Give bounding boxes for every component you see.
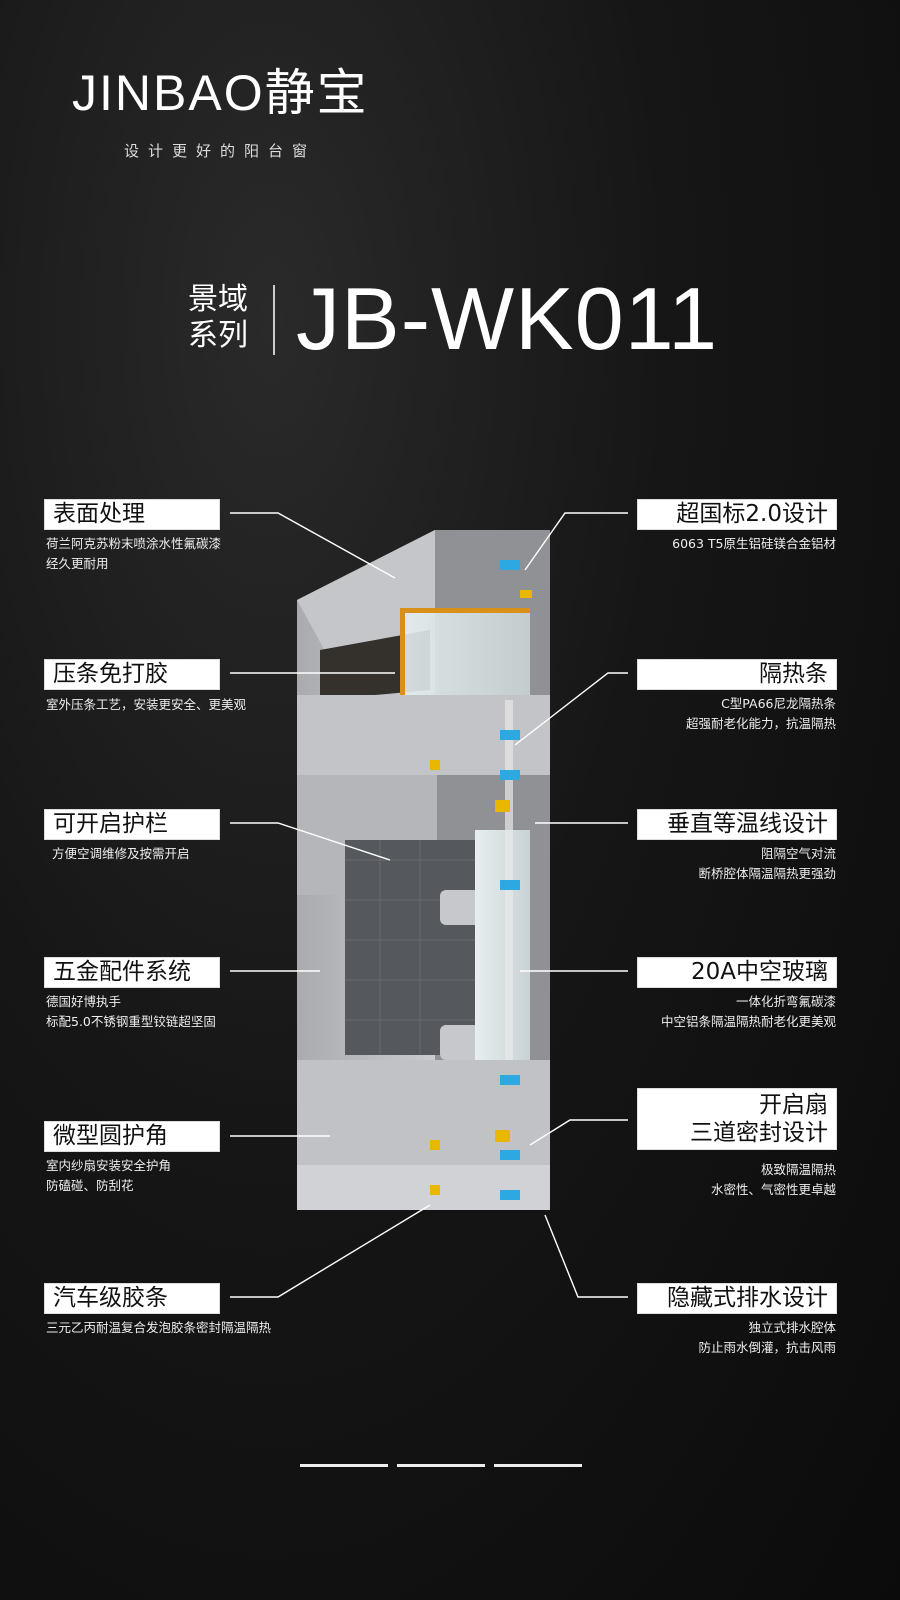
feature-surface-treatment-desc: 荷兰阿克苏粉末喷涂水性氟碳漆 经久更耐用: [46, 534, 221, 574]
glass-edge: [400, 608, 405, 698]
feature-thermal-strip-desc: C型PA66尼龙隔热条 超强耐老化能力，抗温隔热: [686, 694, 836, 734]
feature-gasket-desc: 三元乙丙耐温复合发泡胶条密封隔温隔热: [46, 1318, 271, 1338]
gaskets: [430, 590, 532, 1195]
page-indicator-3[interactable]: [494, 1464, 582, 1467]
desc-line: 超强耐老化能力，抗温隔热: [685, 716, 836, 731]
leader-lines: [230, 512, 628, 1298]
feature-standard-title: 超国标2.0设计: [637, 499, 837, 530]
bottom-frame: [297, 1165, 550, 1210]
desc-line: 室外压条工艺，安装更安全、更美观: [46, 697, 247, 712]
insect-screen: [345, 840, 475, 1055]
series-name: 景域 系列: [188, 282, 248, 354]
feature-corner-guard-title: 微型圆护角: [44, 1121, 220, 1152]
desc-line: 荷兰阿克苏粉末喷涂水性氟碳漆: [46, 536, 222, 551]
feature-drainage-title: 隐藏式排水设计: [637, 1283, 837, 1314]
title-line: 开启扇: [759, 1092, 828, 1118]
desc-line: 德国好博执手: [46, 994, 122, 1009]
desc-line: 独立式排水腔体: [748, 1320, 836, 1335]
feature-drainage-desc: 独立式排水腔体 防止雨水倒灌，抗击风雨: [698, 1318, 836, 1358]
feature-bead-title: 压条免打胶: [44, 659, 220, 690]
feature-thermal-strip-title: 隔热条: [637, 659, 837, 690]
feature-bead-desc: 室外压条工艺，安装更安全、更美观: [46, 695, 246, 715]
feature-gasket-title: 汽车级胶条: [44, 1283, 220, 1314]
desc-line: 6063 T5原生铝硅镁合金铝材: [672, 536, 836, 551]
top-glass: [400, 610, 530, 695]
title-line: 三道密封设计: [690, 1120, 828, 1146]
screen-mesh: [345, 840, 475, 1055]
desc-line: 断桥腔体隔温隔热更强劲: [698, 866, 836, 881]
desc-line: 极致隔温隔热: [760, 1162, 836, 1177]
feature-seal-desc: 极致隔温隔热 水密性、气密性更卓越: [711, 1160, 836, 1200]
title-divider: [273, 285, 275, 355]
feature-guardrail-title: 可开启护栏: [44, 809, 220, 840]
desc-line: 防磕碰、防刮花: [46, 1178, 134, 1193]
model-number: JB-WK011: [296, 269, 719, 368]
desc-line: 方便空调维修及按需开启: [52, 846, 190, 861]
desc-line: 水密性、气密性更卓越: [710, 1182, 836, 1197]
glass-edge: [400, 608, 530, 613]
desc-line: 经久更耐用: [46, 556, 109, 571]
feature-glass-title: 20A中空玻璃: [637, 957, 837, 988]
feature-standard-desc: 6063 T5原生铝硅镁合金铝材: [672, 534, 836, 554]
desc-line: 标配5.0不锈钢重型铰链超坚固: [46, 1014, 216, 1029]
desc-line: 中空铝条隔温隔热耐老化更美观: [660, 1014, 836, 1029]
desc-line: 三元乙丙耐温复合发泡胶条密封隔温隔热: [46, 1320, 272, 1335]
desc-line: 一体化折弯氟碳漆: [735, 994, 836, 1009]
brand-tagline: 设计更好的阳台窗: [124, 142, 317, 160]
feature-surface-treatment-title: 表面处理: [44, 499, 220, 530]
feature-corner-guard-desc: 室内纱扇安装安全护角 防磕碰、防刮花: [46, 1156, 171, 1196]
feature-seal-title: 开启扇 三道密封设计: [637, 1088, 837, 1150]
feature-hardware-title: 五金配件系统: [44, 957, 220, 988]
desc-line: 防止雨水倒灌，抗击风雨: [698, 1340, 836, 1355]
feature-guardrail-desc: 方便空调维修及按需开启: [52, 844, 190, 864]
thermal-strips: [500, 560, 520, 1200]
desc-line: 阻隔空气对流: [760, 846, 836, 861]
page-indicator-2[interactable]: [397, 1464, 485, 1467]
page-indicator-1[interactable]: [300, 1464, 388, 1467]
feature-isotherm-desc: 阻隔空气对流 断桥腔体隔温隔热更强劲: [698, 844, 836, 884]
insulated-glass: [475, 830, 530, 1060]
feature-isotherm-title: 垂直等温线设计: [637, 809, 837, 840]
feature-hardware-desc: 德国好博执手 标配5.0不锈钢重型铰链超坚固: [46, 992, 216, 1032]
brand-logo: JINBAO静宝: [72, 65, 369, 121]
series-line-2: 系列: [188, 318, 248, 353]
feature-glass-desc: 一体化折弯氟碳漆 中空铝条隔温隔热耐老化更美观: [661, 992, 836, 1032]
desc-line: 室内纱扇安装安全护角: [46, 1158, 172, 1173]
desc-line: C型PA66尼龙隔热条: [721, 696, 836, 711]
series-line-1: 景域: [188, 282, 248, 317]
